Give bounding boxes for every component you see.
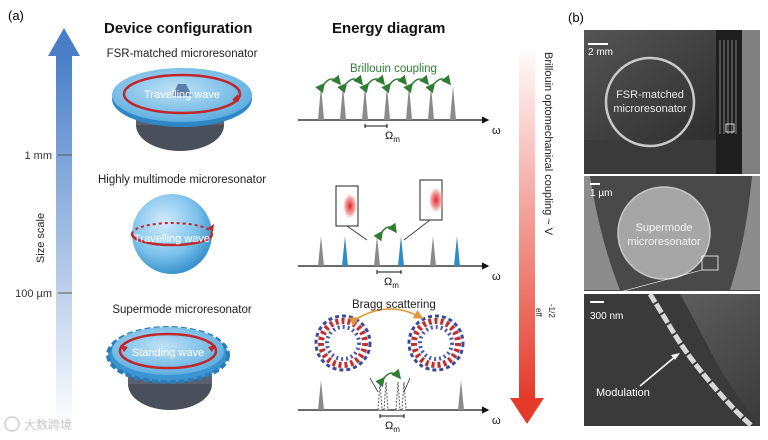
micrograph2-label-line1: Supermode [636,222,693,234]
row2-wave-label: Travelling wave [134,233,210,245]
fsr-matched-disk-illustration [112,68,252,151]
tick-100um-label: 100 µm [15,288,52,300]
device-configuration-header: Device configuration [104,20,252,37]
size-scale-label: Size scale [35,213,47,263]
row2-mode-inset-right [403,179,444,241]
micrograph-modulation [584,292,760,428]
micrograph3-scale-label: 300 nm [590,311,623,322]
micrograph1-label-line2: microresonator [613,103,687,115]
micrograph1-scale-label: 2 mm [588,47,613,58]
energy-diagram-header: Energy diagram [332,20,445,37]
bragg-scattering-arrow [348,308,424,327]
bragg-mode-pattern-left [314,314,372,372]
row1-omega-subscript: m [393,135,400,144]
row2-coupling-arrow [373,222,397,242]
coupling-label-exponent: -1/2 [547,304,556,318]
coupling-label-subscript: eff [534,308,543,318]
row1-omega-axis-label: ω [492,125,501,137]
svg-text:Brillouin optomechanical coupl: Brillouin optomechanical coupling ~ V [542,52,554,236]
bragg-mode-pattern-right [407,314,465,372]
watermark: 大数跨境 [4,416,72,432]
coupling-label-main: Brillouin optomechanical coupling ~ V [542,52,554,236]
supermode-disk-illustration [106,326,230,410]
micrograph-fsr-matched [584,30,760,174]
row1-omega-symbol: Ω [385,130,393,142]
row2-mode-inset-left [335,185,368,241]
energy-diagram-row1 [298,74,490,128]
size-scale-arrow [48,28,80,426]
row2-title: Highly multimode microresonator [98,174,266,186]
row1-title: FSR-matched microresonator [107,48,258,60]
panel-label-a: (a) [8,8,24,23]
modulation-label: Modulation [596,387,650,399]
multimode-sphere-illustration [130,194,214,274]
watermark-logo-icon [4,416,20,432]
row1-brillouin-coupling-arrows [315,74,452,94]
energy-diagram-row3 [298,308,490,418]
row2-omega-label: Ωm [384,276,399,290]
micrograph2-label-line2: microresonator [627,236,701,248]
row1-brillouin-coupling-label: Brillouin coupling [350,63,437,75]
micrograph1-label-line1: FSR-matched [616,89,684,101]
row3-wave-label: Standing wave [132,347,204,359]
panel-label-b: (b) [568,10,584,25]
coupling-arrow [510,44,544,424]
row3-coupling-arrow [375,368,402,388]
row3-omega-symbol: Ω [385,420,393,432]
modulation-arrow [639,355,677,387]
row3-omega-label: Ωm [385,420,400,434]
tick-1mm-label: 1 mm [25,150,53,162]
row1-wave-label: Travelling wave [144,89,220,101]
bragg-scattering-label: Bragg scattering [352,299,436,311]
micrograph-supermode [584,176,760,291]
micrograph2-scale-label: 1 µm [590,188,612,199]
row2-omega-symbol: Ω [384,276,392,288]
row3-mode-peaks [318,380,464,411]
row2-omega-subscript: m [392,281,399,290]
row3-omega-axis-label: ω [492,415,501,427]
energy-diagram-row2 [298,179,490,274]
zoom-line-1 [619,269,703,293]
row2-mode-peaks [318,236,460,266]
row3-title: Supermode microresonator [112,304,252,316]
row3-omega-subscript: m [393,425,400,434]
row2-omega-axis-label: ω [492,271,501,283]
watermark-text: 大数跨境 [24,417,72,432]
coupling-label: Brillouin optomechanical coupling ~ V -1… [534,52,556,318]
row1-omega-label: Ωm [385,130,400,144]
row1-mode-peaks [318,86,456,120]
